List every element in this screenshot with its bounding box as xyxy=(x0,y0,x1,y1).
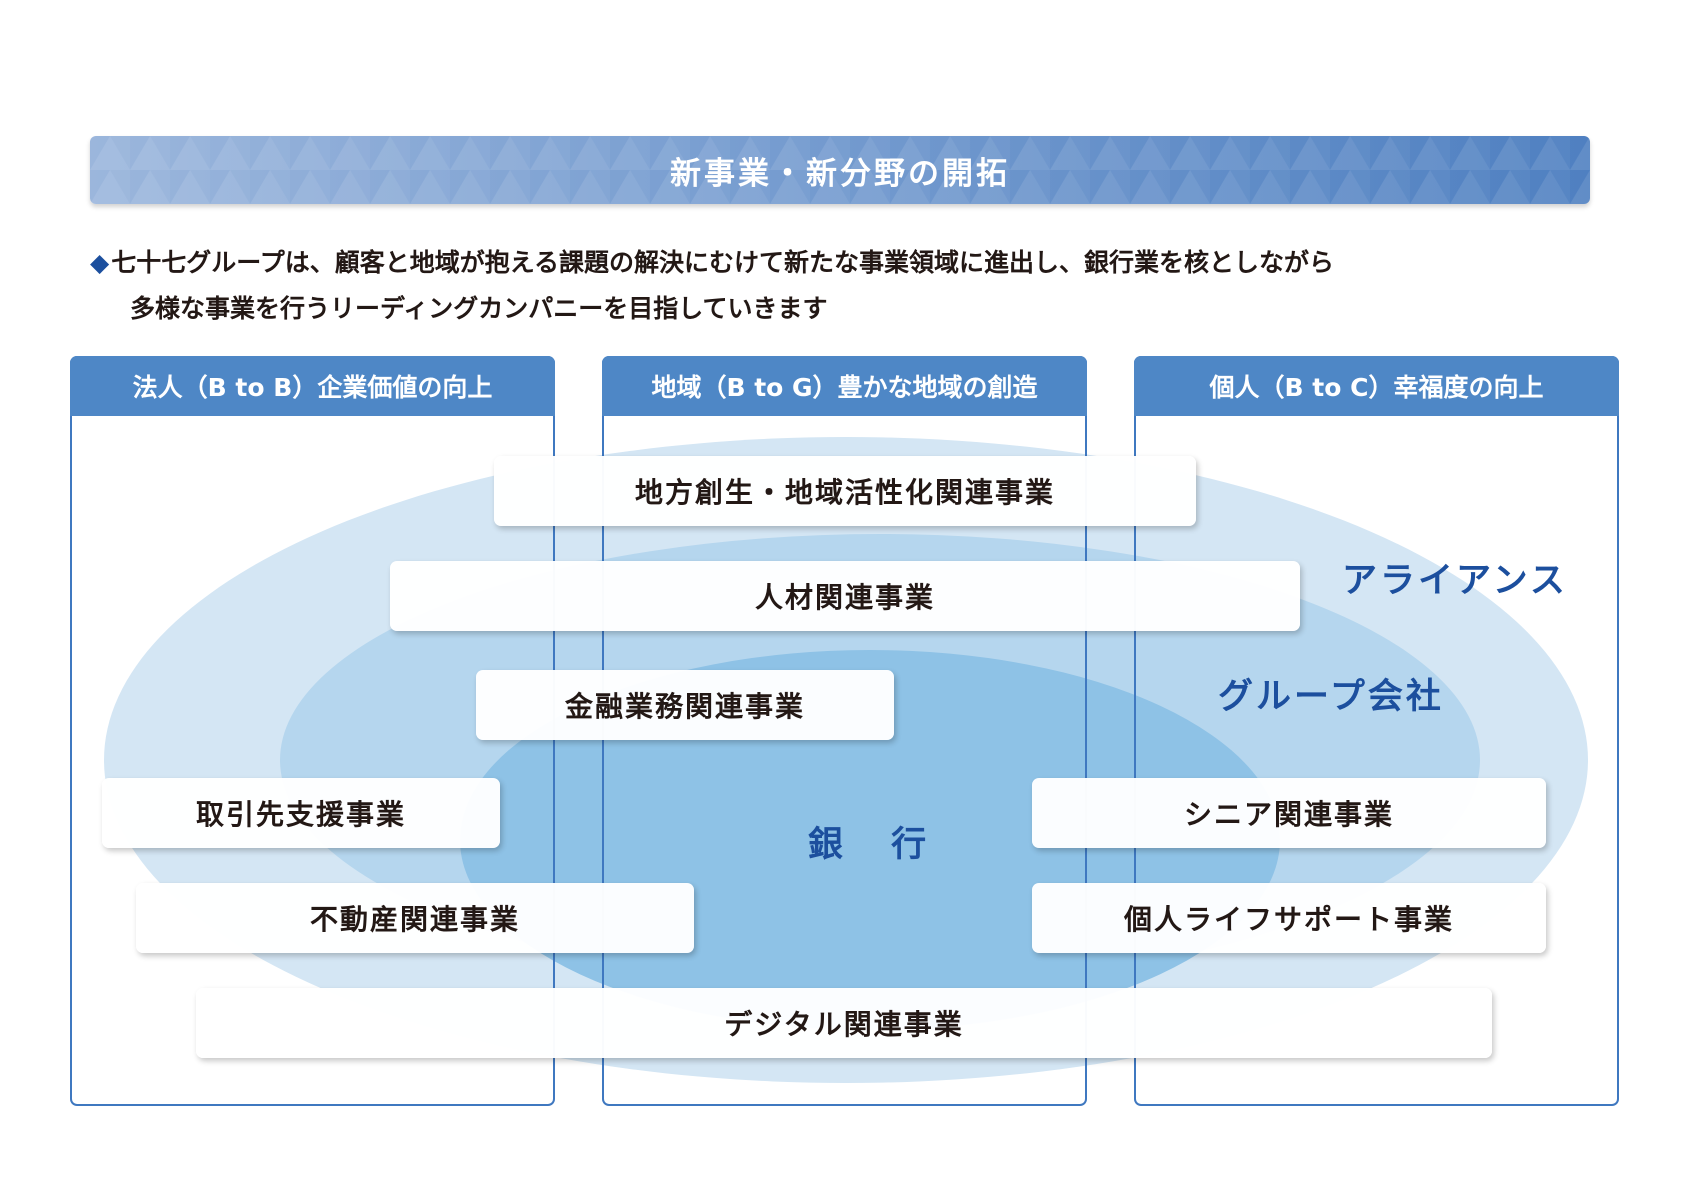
column-header-b2c: 個人（B to C）幸福度の向上 xyxy=(1134,356,1619,416)
business-box-personal-life-support: 個人ライフサポート事業 xyxy=(1032,883,1546,953)
column-header-b2b: 法人（B to B）企業価値の向上 xyxy=(70,356,555,416)
column-header-b2g: 地域（B to G）豊かな地域の創造 xyxy=(602,356,1087,416)
business-box-real-estate: 不動産関連事業 xyxy=(136,883,694,953)
intro-text: ◆七十七グループは、顧客と地域が抱える課題の解決にむけて新たな事業領域に進出し、… xyxy=(90,240,1650,332)
zone-label-alliance: アライアンス xyxy=(1342,561,1568,601)
banner-title: 新事業・新分野の開拓 xyxy=(670,155,1010,192)
business-box-financial-services: 金融業務関連事業 xyxy=(476,670,894,740)
title-banner: 新事業・新分野の開拓 xyxy=(90,136,1590,204)
diamond-bullet-icon: ◆ xyxy=(90,248,110,277)
banner-triangle-pattern xyxy=(90,136,1590,204)
zone-label-bank: 銀 行 xyxy=(808,825,945,865)
zone-label-group-company: グループ会社 xyxy=(1218,677,1444,717)
intro-line-2: 多様な事業を行うリーディングカンパニーを目指していきます xyxy=(130,294,828,323)
business-box-human-resources: 人材関連事業 xyxy=(390,561,1300,631)
business-box-senior: シニア関連事業 xyxy=(1032,778,1546,848)
business-box-digital: デジタル関連事業 xyxy=(196,988,1492,1058)
business-box-regional-revitalization: 地方創生・地域活性化関連事業 xyxy=(494,456,1196,526)
business-box-client-support: 取引先支援事業 xyxy=(102,778,500,848)
intro-line-1: 七十七グループは、顧客と地域が抱える課題の解決にむけて新たな事業領域に進出し、銀… xyxy=(111,248,1334,277)
